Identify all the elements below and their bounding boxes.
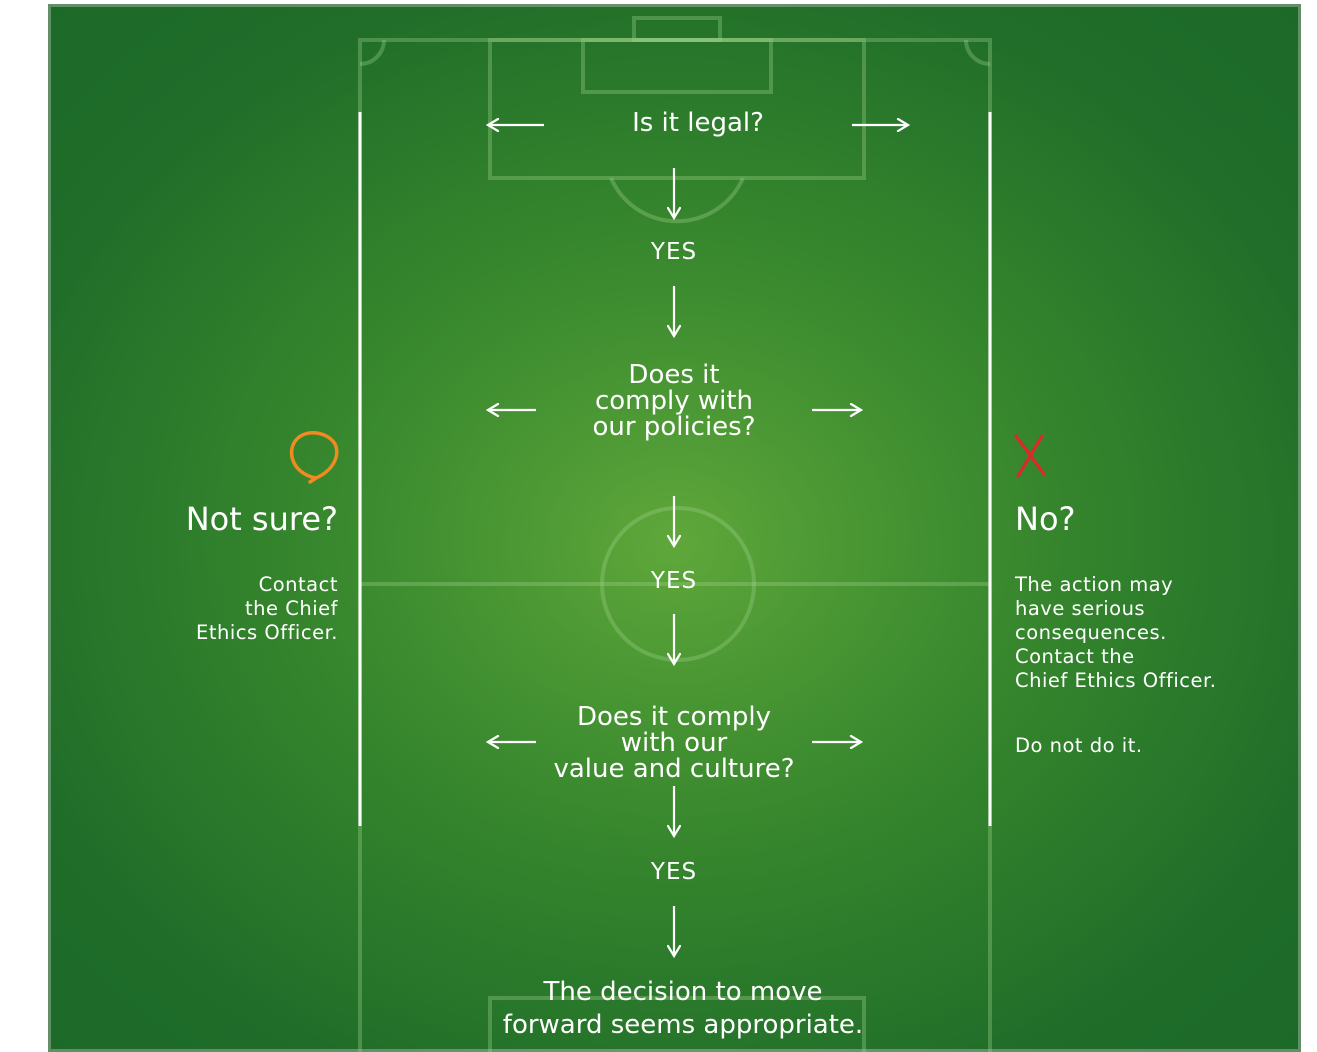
pitch-markings <box>48 4 1301 1052</box>
no-final-line: Do not do it. <box>1015 734 1143 757</box>
question-policies: Does it comply with our policies? <box>524 362 824 440</box>
yes-label-1: YES <box>650 239 698 265</box>
question-policies-line2: comply with <box>594 386 754 416</box>
result-line1: The decision to move <box>543 977 823 1007</box>
yes-label-2: YES <box>650 568 698 594</box>
top-goal-box <box>581 38 773 94</box>
football-pitch-background: Is it legal? YES Does it comply with our… <box>48 4 1301 1052</box>
not-sure-line3: Ethics Officer. <box>196 621 338 644</box>
question-policies-line3: our policies? <box>592 412 756 442</box>
bottom-penalty-box <box>488 996 866 1052</box>
no-line4: Contact the <box>1015 645 1135 668</box>
cross-icon <box>1014 434 1046 478</box>
circle-icon <box>289 431 339 484</box>
not-sure-line1: Contact <box>258 573 338 596</box>
question-values-line3: value and culture? <box>553 754 795 784</box>
question-legal: Is it legal? <box>632 108 764 138</box>
question-values-line1: Does it comply <box>576 702 772 732</box>
corner-arc-right <box>964 39 991 66</box>
no-line1: The action may <box>1015 573 1174 596</box>
question-values: Does it comply with our value and cultur… <box>504 704 844 782</box>
result-line2: forward seems appropriate. <box>502 1010 864 1040</box>
no-text: The action may have serious consequences… <box>1015 573 1295 693</box>
top-goal <box>632 16 722 42</box>
result-text: The decision to move forward seems appro… <box>448 976 918 1042</box>
no-line2: have serious <box>1015 597 1146 620</box>
no-line3: consequences. <box>1015 621 1167 644</box>
not-sure-text: Contact the Chief Ethics Officer. <box>108 573 338 645</box>
top-penalty-arc <box>609 177 745 224</box>
no-heading: No? <box>1015 500 1076 538</box>
yes-label-3: YES <box>650 859 698 885</box>
no-line5: Chief Ethics Officer. <box>1015 669 1217 692</box>
question-values-line2: with our <box>620 728 728 758</box>
side-arrows <box>488 125 908 742</box>
top-penalty-box <box>488 38 866 180</box>
question-policies-line1: Does it <box>628 360 720 390</box>
corner-arc-left <box>359 39 386 66</box>
not-sure-line2: the Chief <box>245 597 338 620</box>
not-sure-heading: Not sure? <box>185 500 338 538</box>
